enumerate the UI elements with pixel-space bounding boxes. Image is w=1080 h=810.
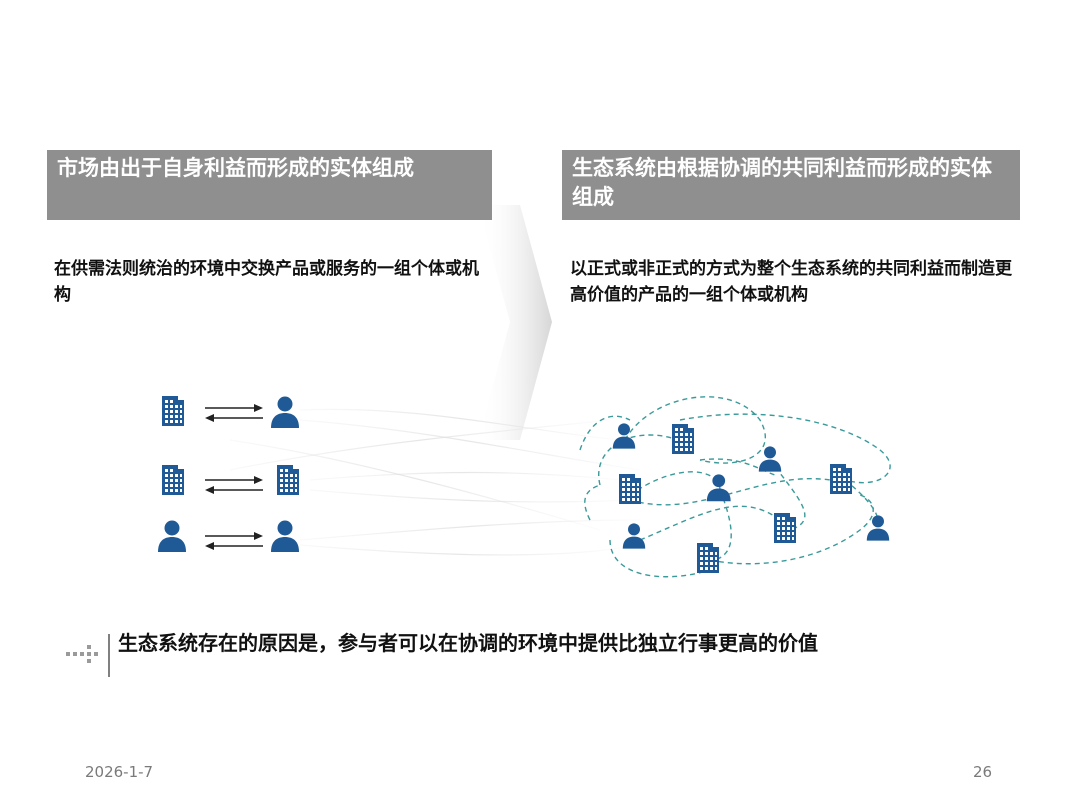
flow-streams (229, 408, 641, 556)
building-icon (697, 543, 719, 573)
person-icon (271, 520, 299, 552)
dotted-arrow-icon (66, 645, 98, 663)
building-icon (830, 464, 852, 494)
person-icon (758, 446, 782, 472)
market-description: 在供需法则统治的环境中交换产品或服务的一组个体或机构 (54, 259, 479, 305)
building-icon (277, 465, 299, 495)
footer-date: 2026-1-7 (85, 763, 154, 781)
building-icon (162, 396, 184, 426)
ecosystem-description: 以正式或非正式的方式为整个生态系统的共同利益而制造更高价值的产品的一组个体或机构 (570, 259, 1012, 305)
ecosystem-header: 生态系统由根据协调的共同利益而形成的实体组成 (562, 150, 1020, 220)
person-icon (271, 396, 299, 428)
exchange-arrows-icon (204, 531, 264, 551)
person-icon (612, 423, 636, 449)
building-icon (619, 474, 641, 504)
exchange-arrows-icon (204, 475, 264, 495)
building-icon (162, 465, 184, 495)
building-icon (774, 513, 796, 543)
chevron-arrow-icon (478, 205, 552, 440)
conclusion-text: 生态系统存在的原因是，参与者可以在协调的环境中提供比独立行事更高的价值 (118, 631, 818, 655)
person-icon (158, 520, 186, 552)
person-icon (706, 474, 731, 502)
page-number: 26 (973, 763, 993, 781)
exchange-arrows-icon (204, 403, 264, 423)
market-header: 市场由出于自身利益而形成的实体组成 (47, 150, 492, 220)
person-icon (622, 523, 646, 549)
building-icon (672, 424, 694, 454)
